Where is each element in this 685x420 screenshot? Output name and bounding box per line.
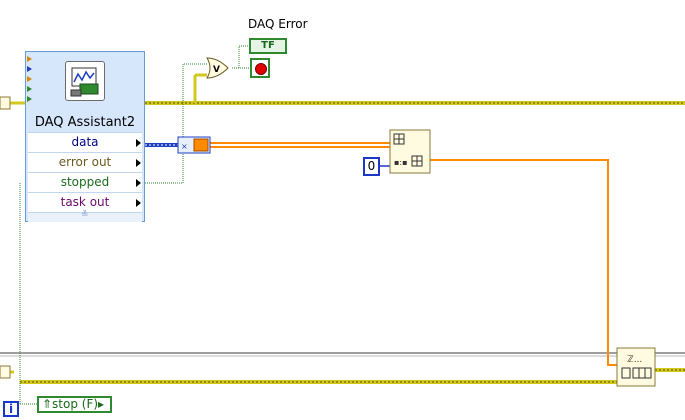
terminal-error-out-label: error out xyxy=(58,155,112,169)
error-wire-bottom xyxy=(0,368,685,384)
daq-assistant-title: DAQ Assistant2 xyxy=(34,115,136,130)
while-loop-border xyxy=(0,352,685,357)
loop-stop-terminal[interactable]: ⇑stop (F)▸ xyxy=(37,396,112,413)
svg-text:⨯: ⨯ xyxy=(181,142,188,151)
daq-device-icon xyxy=(65,61,105,101)
output-arrow-icon xyxy=(136,179,141,187)
svg-text:V: V xyxy=(213,65,220,75)
stop-button-terminal[interactable] xyxy=(250,58,270,78)
double-chevron-down-icon: ≚ xyxy=(81,210,89,220)
daq-error-label: DAQ Error xyxy=(248,17,308,31)
output-arrow-icon xyxy=(136,139,141,147)
terminal-task-out[interactable]: task out xyxy=(28,192,142,212)
input-terminal-arrows xyxy=(27,56,32,102)
output-arrow-icon xyxy=(136,159,141,167)
or-gate-node[interactable]: V xyxy=(206,57,229,79)
boolean-type-label: TF xyxy=(261,40,275,51)
output-arrow-icon xyxy=(136,199,141,207)
boolean-wires xyxy=(19,45,250,405)
daq-terminal-list: data error out stopped task out ≚ xyxy=(28,132,142,222)
terminal-task-out-label: task out xyxy=(60,195,110,209)
waveform-node[interactable]: ℤ... xyxy=(616,347,656,387)
tunnel-terminals xyxy=(0,96,11,379)
convert-from-dynamic-node[interactable]: ⨯ xyxy=(177,136,211,154)
index-constant[interactable]: 0 xyxy=(363,157,380,176)
terminal-data[interactable]: data xyxy=(28,132,142,152)
daq-error-indicator[interactable]: TF xyxy=(249,38,287,54)
expand-terminals-button[interactable]: ≚ xyxy=(28,210,142,222)
terminal-stopped[interactable]: stopped xyxy=(28,172,142,192)
loop-iteration-terminal[interactable]: i xyxy=(3,401,19,417)
daq-assistant-node[interactable]: DAQ Assistant2 data error out stopped ta… xyxy=(25,51,145,222)
array-wire xyxy=(210,142,617,366)
svg-text:ℤ...: ℤ... xyxy=(627,355,642,365)
terminal-data-label: data xyxy=(71,135,99,149)
stop-terminal-label: ⇑stop (F)▸ xyxy=(42,397,105,411)
daq-assistant-icon-area xyxy=(26,52,144,114)
terminal-stopped-label: stopped xyxy=(60,175,110,189)
terminal-error-out[interactable]: error out xyxy=(28,152,142,172)
stop-icon xyxy=(255,63,267,75)
index-array-node[interactable]: ▪:▪ xyxy=(389,129,431,174)
svg-text:▪:▪: ▪:▪ xyxy=(394,158,408,167)
